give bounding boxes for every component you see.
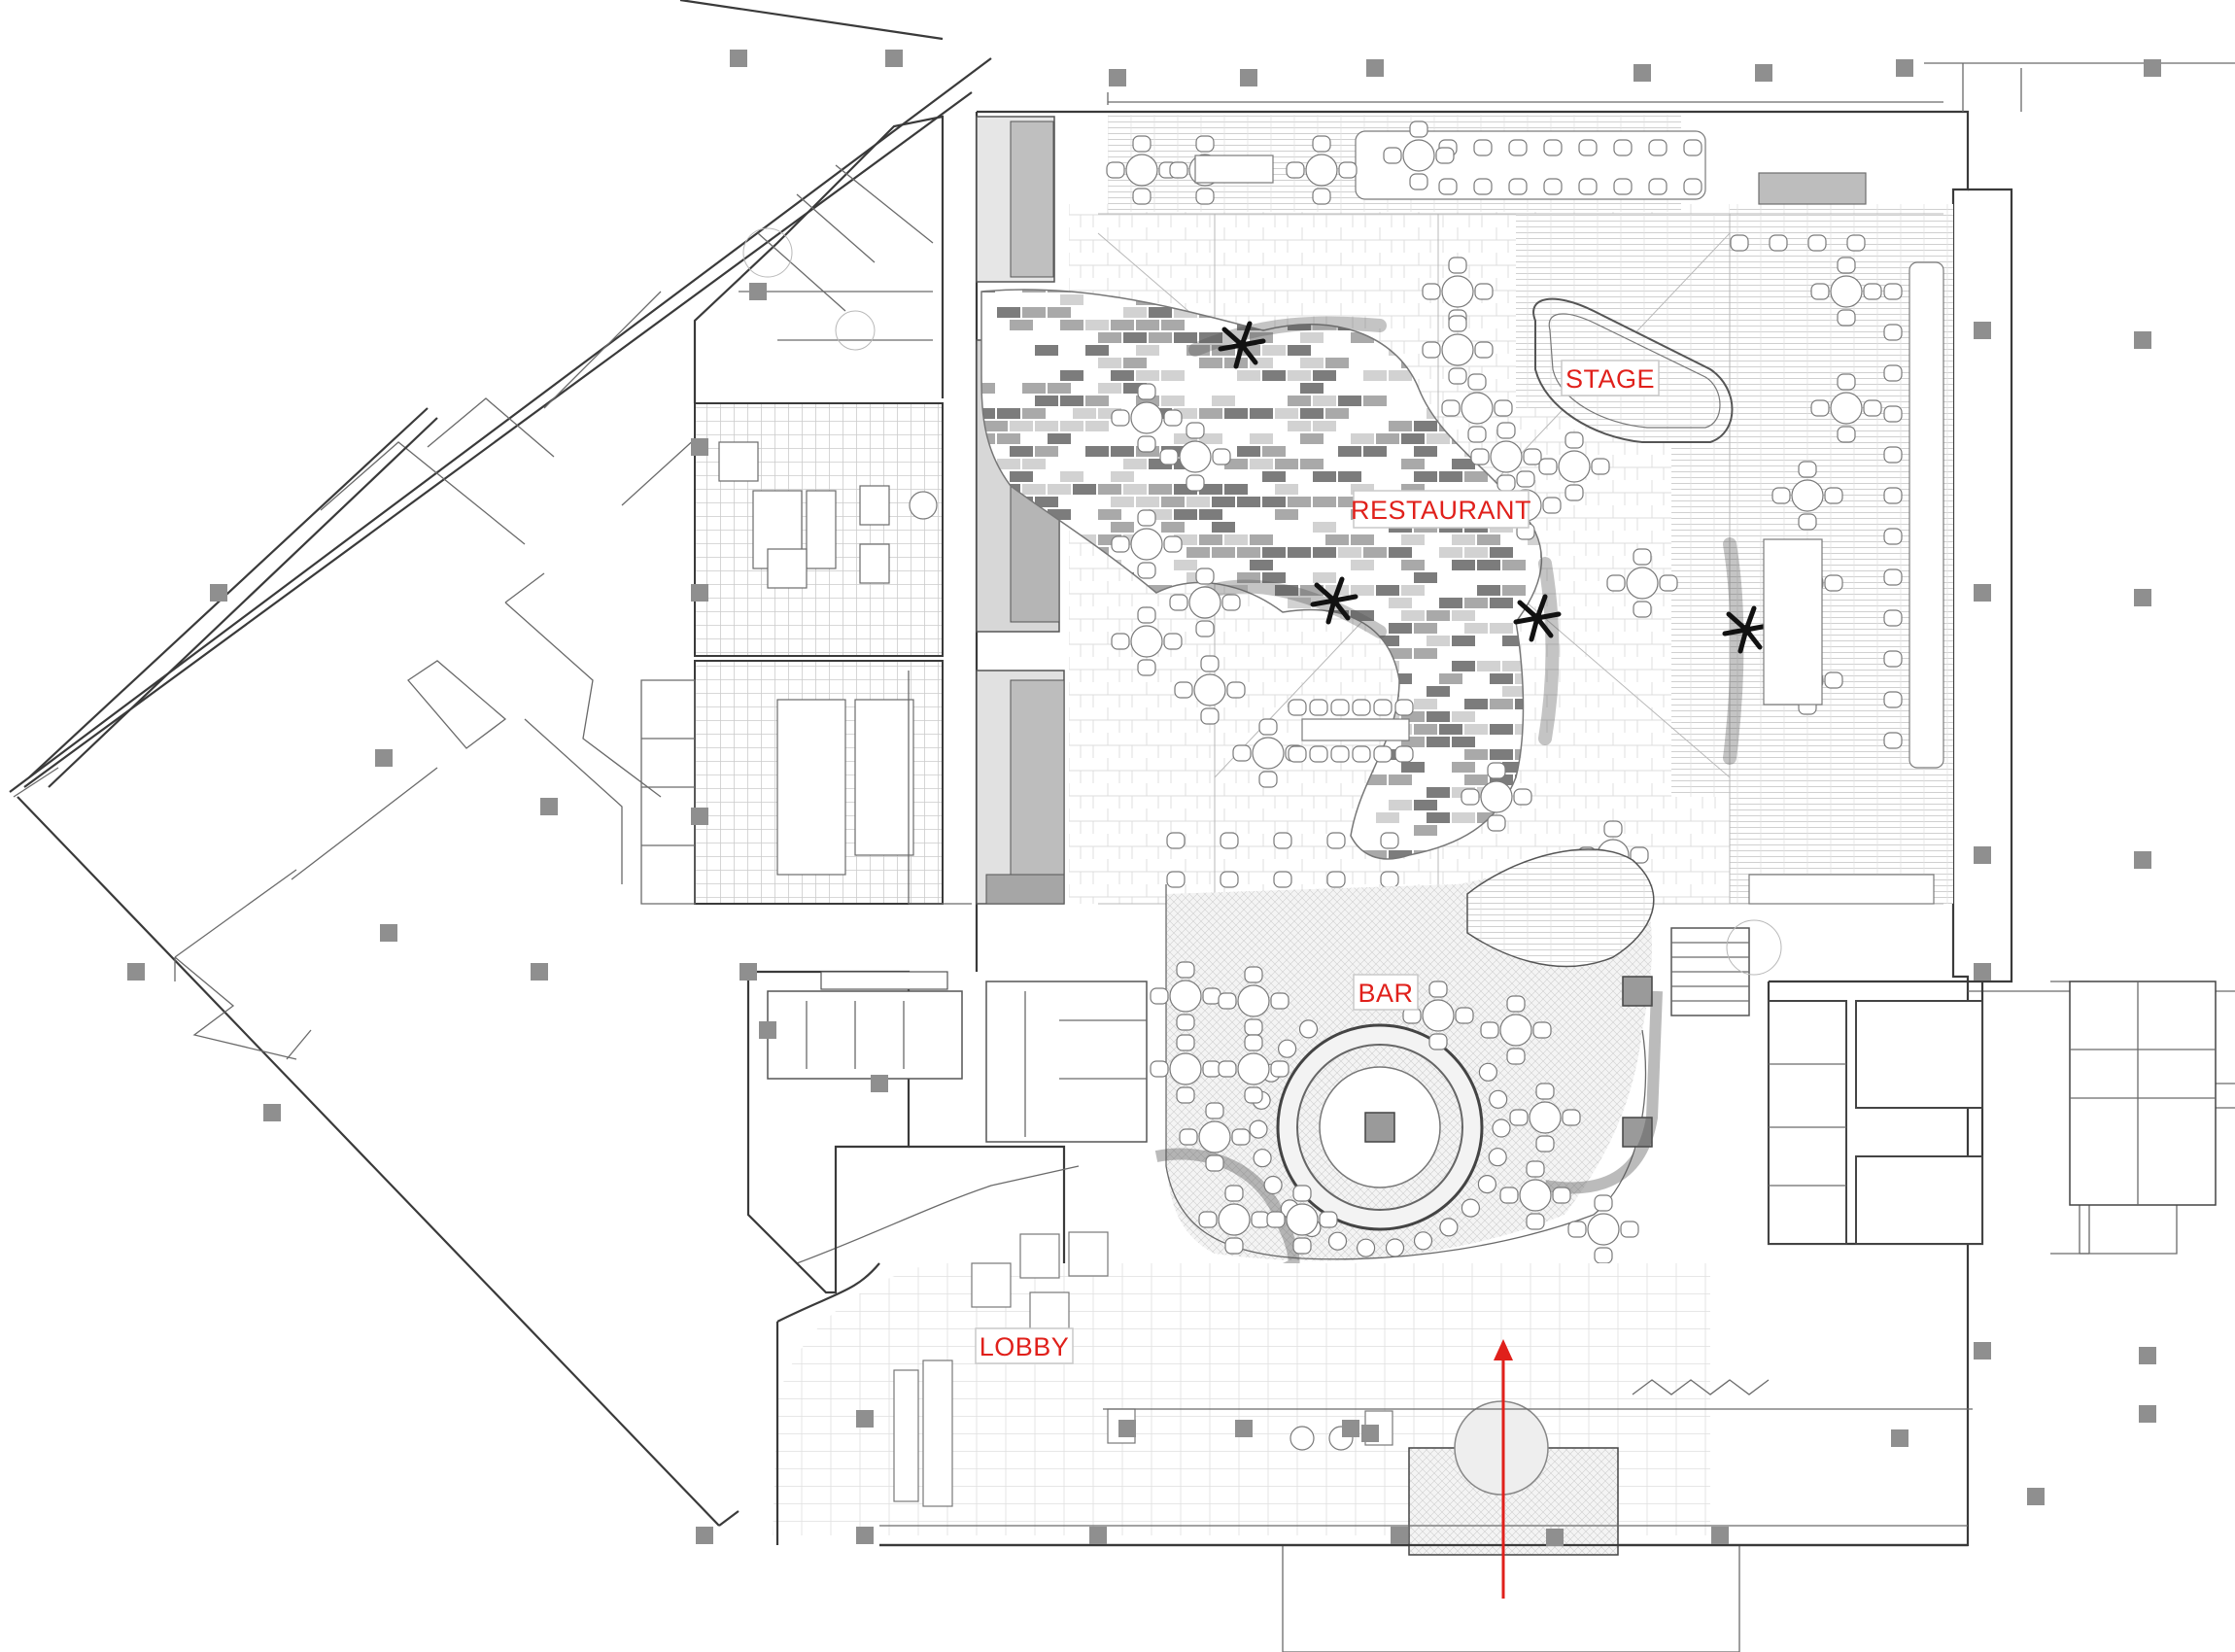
chair (1288, 699, 1307, 716)
room-label-text: LOBBY (980, 1332, 1070, 1361)
service-blocks (1670, 919, 2217, 1255)
structural-columns (127, 50, 2161, 1546)
arrow-up-icon (1494, 1339, 1513, 1599)
chair (1330, 699, 1350, 716)
chair (1438, 178, 1458, 195)
chair (1394, 699, 1414, 716)
chair (1883, 609, 1903, 627)
chair (1769, 234, 1788, 252)
chair (1394, 745, 1414, 763)
chair (1352, 745, 1371, 763)
chair (1508, 139, 1528, 156)
room-label-lobby: LOBBY (975, 1327, 1074, 1364)
chair (1166, 832, 1186, 849)
chair (1273, 832, 1292, 849)
room-label-text: STAGE (1565, 364, 1655, 394)
chair (1373, 699, 1393, 716)
room-label-stage: STAGE (1561, 360, 1660, 396)
chair (1648, 139, 1668, 156)
chair (1309, 745, 1328, 763)
chair (1326, 871, 1346, 888)
chair (1330, 745, 1350, 763)
chair (1807, 234, 1827, 252)
chair (1326, 832, 1346, 849)
chair (1883, 283, 1903, 300)
chair (1883, 405, 1903, 423)
chair (1613, 178, 1633, 195)
chair (1883, 324, 1903, 341)
diagonal-wing (9, 0, 992, 1527)
chair (1883, 446, 1903, 464)
chair (1683, 178, 1702, 195)
chair (1380, 871, 1399, 888)
chair (1883, 691, 1903, 708)
chair (1883, 732, 1903, 749)
chair (1473, 139, 1493, 156)
chair (1373, 745, 1393, 763)
chair (1309, 699, 1328, 716)
chair (1883, 528, 1903, 545)
chair (1883, 364, 1903, 382)
chair (1543, 178, 1563, 195)
chair (1683, 139, 1702, 156)
chair (1508, 178, 1528, 195)
chair (1166, 871, 1186, 888)
chair (1578, 139, 1598, 156)
chair (1648, 178, 1668, 195)
chair (1883, 568, 1903, 586)
chair (1883, 650, 1903, 668)
room-label-text: RESTAURANT (1351, 496, 1531, 525)
planters (1188, 316, 1768, 765)
room-label-restaurant: RESTAURANT (1351, 490, 1531, 529)
chair (1352, 699, 1371, 716)
room-label-text: BAR (1358, 979, 1413, 1008)
room-label-bar: BAR (1353, 974, 1419, 1011)
chair (1473, 178, 1493, 195)
chair (1883, 487, 1903, 504)
chair (1613, 139, 1633, 156)
chair (1543, 139, 1563, 156)
chair (1846, 234, 1866, 252)
chair (1220, 871, 1239, 888)
bar-area (1154, 848, 1663, 1277)
chair (1220, 832, 1239, 849)
chair (1288, 745, 1307, 763)
chair (1578, 178, 1598, 195)
chair (1730, 234, 1749, 252)
chair (1273, 871, 1292, 888)
chair (1380, 832, 1399, 849)
